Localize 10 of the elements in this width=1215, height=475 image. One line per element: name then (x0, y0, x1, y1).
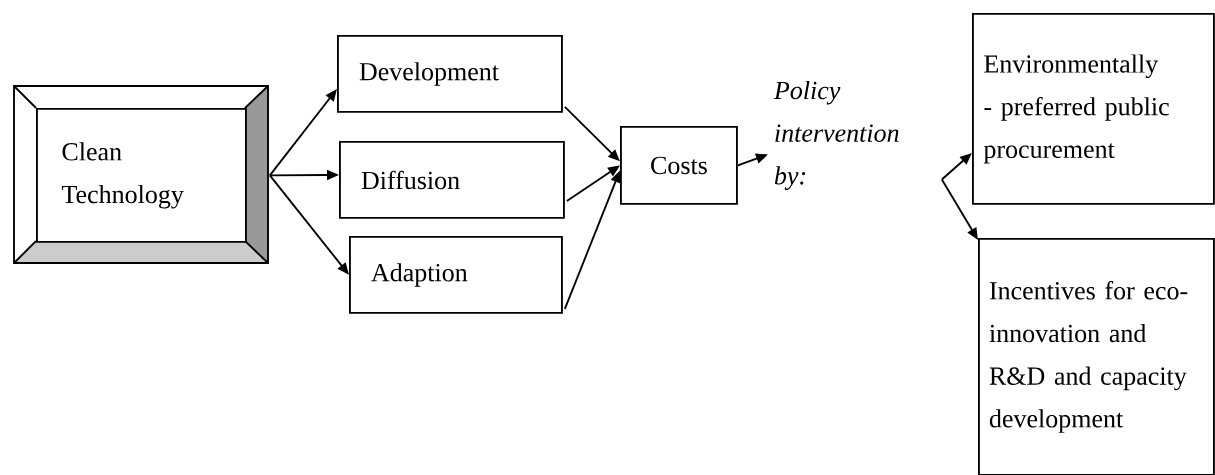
process-box: Adaption (349, 236, 563, 314)
process-box: Diffusion (339, 141, 565, 219)
process-box: Environmentally - preferred public procurement (972, 13, 1215, 205)
bevel-box: Clean Technology (13, 85, 269, 264)
arrow (268, 89, 337, 177)
process-box: Incentives for eco-innovation and R&D and capacity development (978, 238, 1215, 475)
process-box: Costs (620, 126, 738, 205)
arrow (940, 153, 972, 181)
annotation-text: Policy intervention by: (773, 80, 899, 190)
process-box: Development (337, 35, 563, 113)
